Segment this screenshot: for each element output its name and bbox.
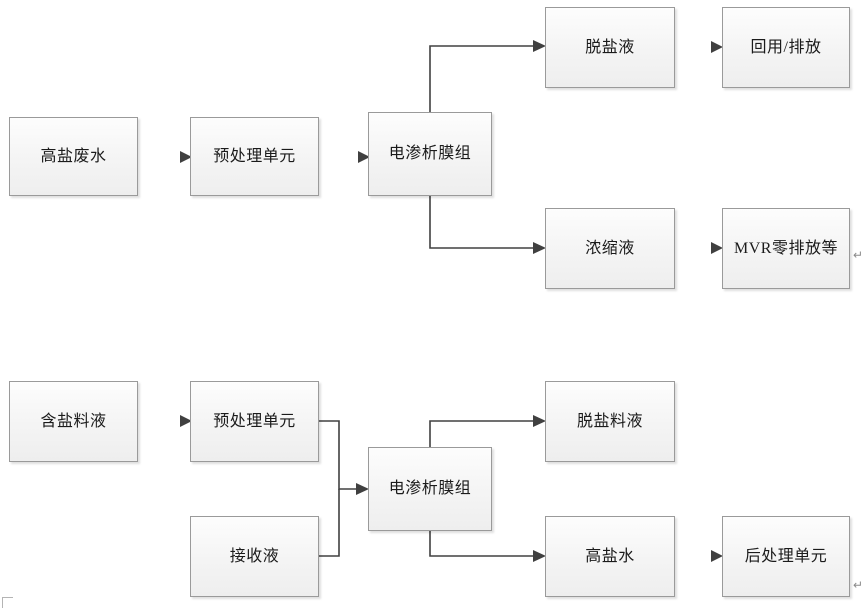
node-label: 电渗析膜组 bbox=[388, 480, 472, 498]
node-label: 回用/排放 bbox=[750, 38, 822, 56]
node-label: 后处理单元 bbox=[744, 547, 828, 565]
paragraph-mark-top: ↵ bbox=[853, 248, 864, 262]
edge-ed2-to-brine bbox=[429, 531, 546, 562]
page-corner-marker bbox=[2, 597, 13, 608]
edge-concentrate-to-mvr bbox=[711, 242, 723, 254]
node-post-treatment-unit[interactable]: 后处理单元 bbox=[722, 516, 850, 597]
node-label: 脱盐液 bbox=[585, 38, 635, 56]
node-receiving-liquid[interactable]: 接收液 bbox=[190, 516, 319, 597]
node-label: MVR零排放等 bbox=[734, 239, 838, 257]
edge-ed2-to-desalted2 bbox=[429, 415, 546, 447]
node-label: 电渗析膜组 bbox=[388, 145, 472, 163]
node-electrodialysis-membrane-stack[interactable]: 电渗析膜组 bbox=[368, 112, 492, 196]
node-reuse-or-discharge[interactable]: 回用/排放 bbox=[722, 7, 850, 88]
edge-brine-to-posttreat bbox=[711, 550, 723, 562]
paragraph-mark-bottom: ↵ bbox=[853, 578, 864, 592]
edge-feed-to-pretreat bbox=[180, 151, 192, 163]
node-pretreatment-unit[interactable]: 预处理单元 bbox=[190, 117, 319, 196]
node-label: 预处理单元 bbox=[213, 412, 296, 430]
edge-pretreat2-to-ed2 bbox=[319, 420, 369, 495]
node-high-salt-wastewater[interactable]: 高盐废水 bbox=[9, 117, 138, 196]
node-label: 高盐废水 bbox=[40, 147, 107, 165]
node-label: 接收液 bbox=[229, 547, 280, 565]
node-electrodialysis-membrane-stack-2[interactable]: 电渗析膜组 bbox=[368, 447, 492, 531]
edge-ed-to-desalted bbox=[429, 40, 546, 112]
node-concentrated-liquid[interactable]: 浓缩液 bbox=[545, 208, 675, 289]
node-label: 脱盐料液 bbox=[576, 412, 643, 430]
node-label: 高盐水 bbox=[585, 547, 635, 565]
node-label: 含盐料液 bbox=[40, 412, 107, 430]
node-label: 预处理单元 bbox=[213, 147, 296, 165]
node-label: 浓缩液 bbox=[585, 239, 635, 257]
node-salt-containing-feed[interactable]: 含盐料液 bbox=[9, 381, 138, 462]
edge-desalted-to-reuse bbox=[711, 41, 723, 53]
node-pretreatment-unit-2[interactable]: 预处理单元 bbox=[190, 381, 319, 462]
node-desalted-liquid[interactable]: 脱盐液 bbox=[545, 7, 675, 88]
edge-receiver-to-ed2 bbox=[319, 489, 340, 557]
node-mvr-zero-discharge[interactable]: MVR零排放等 bbox=[722, 208, 850, 289]
node-desalted-feed-liquid[interactable]: 脱盐料液 bbox=[545, 381, 675, 462]
node-high-salinity-water[interactable]: 高盐水 bbox=[545, 516, 675, 597]
edge-brinefeed-to-pretreat2 bbox=[180, 415, 192, 427]
edge-ed-to-concentrate bbox=[429, 196, 546, 254]
edge-pretreat-to-ed bbox=[358, 151, 370, 163]
